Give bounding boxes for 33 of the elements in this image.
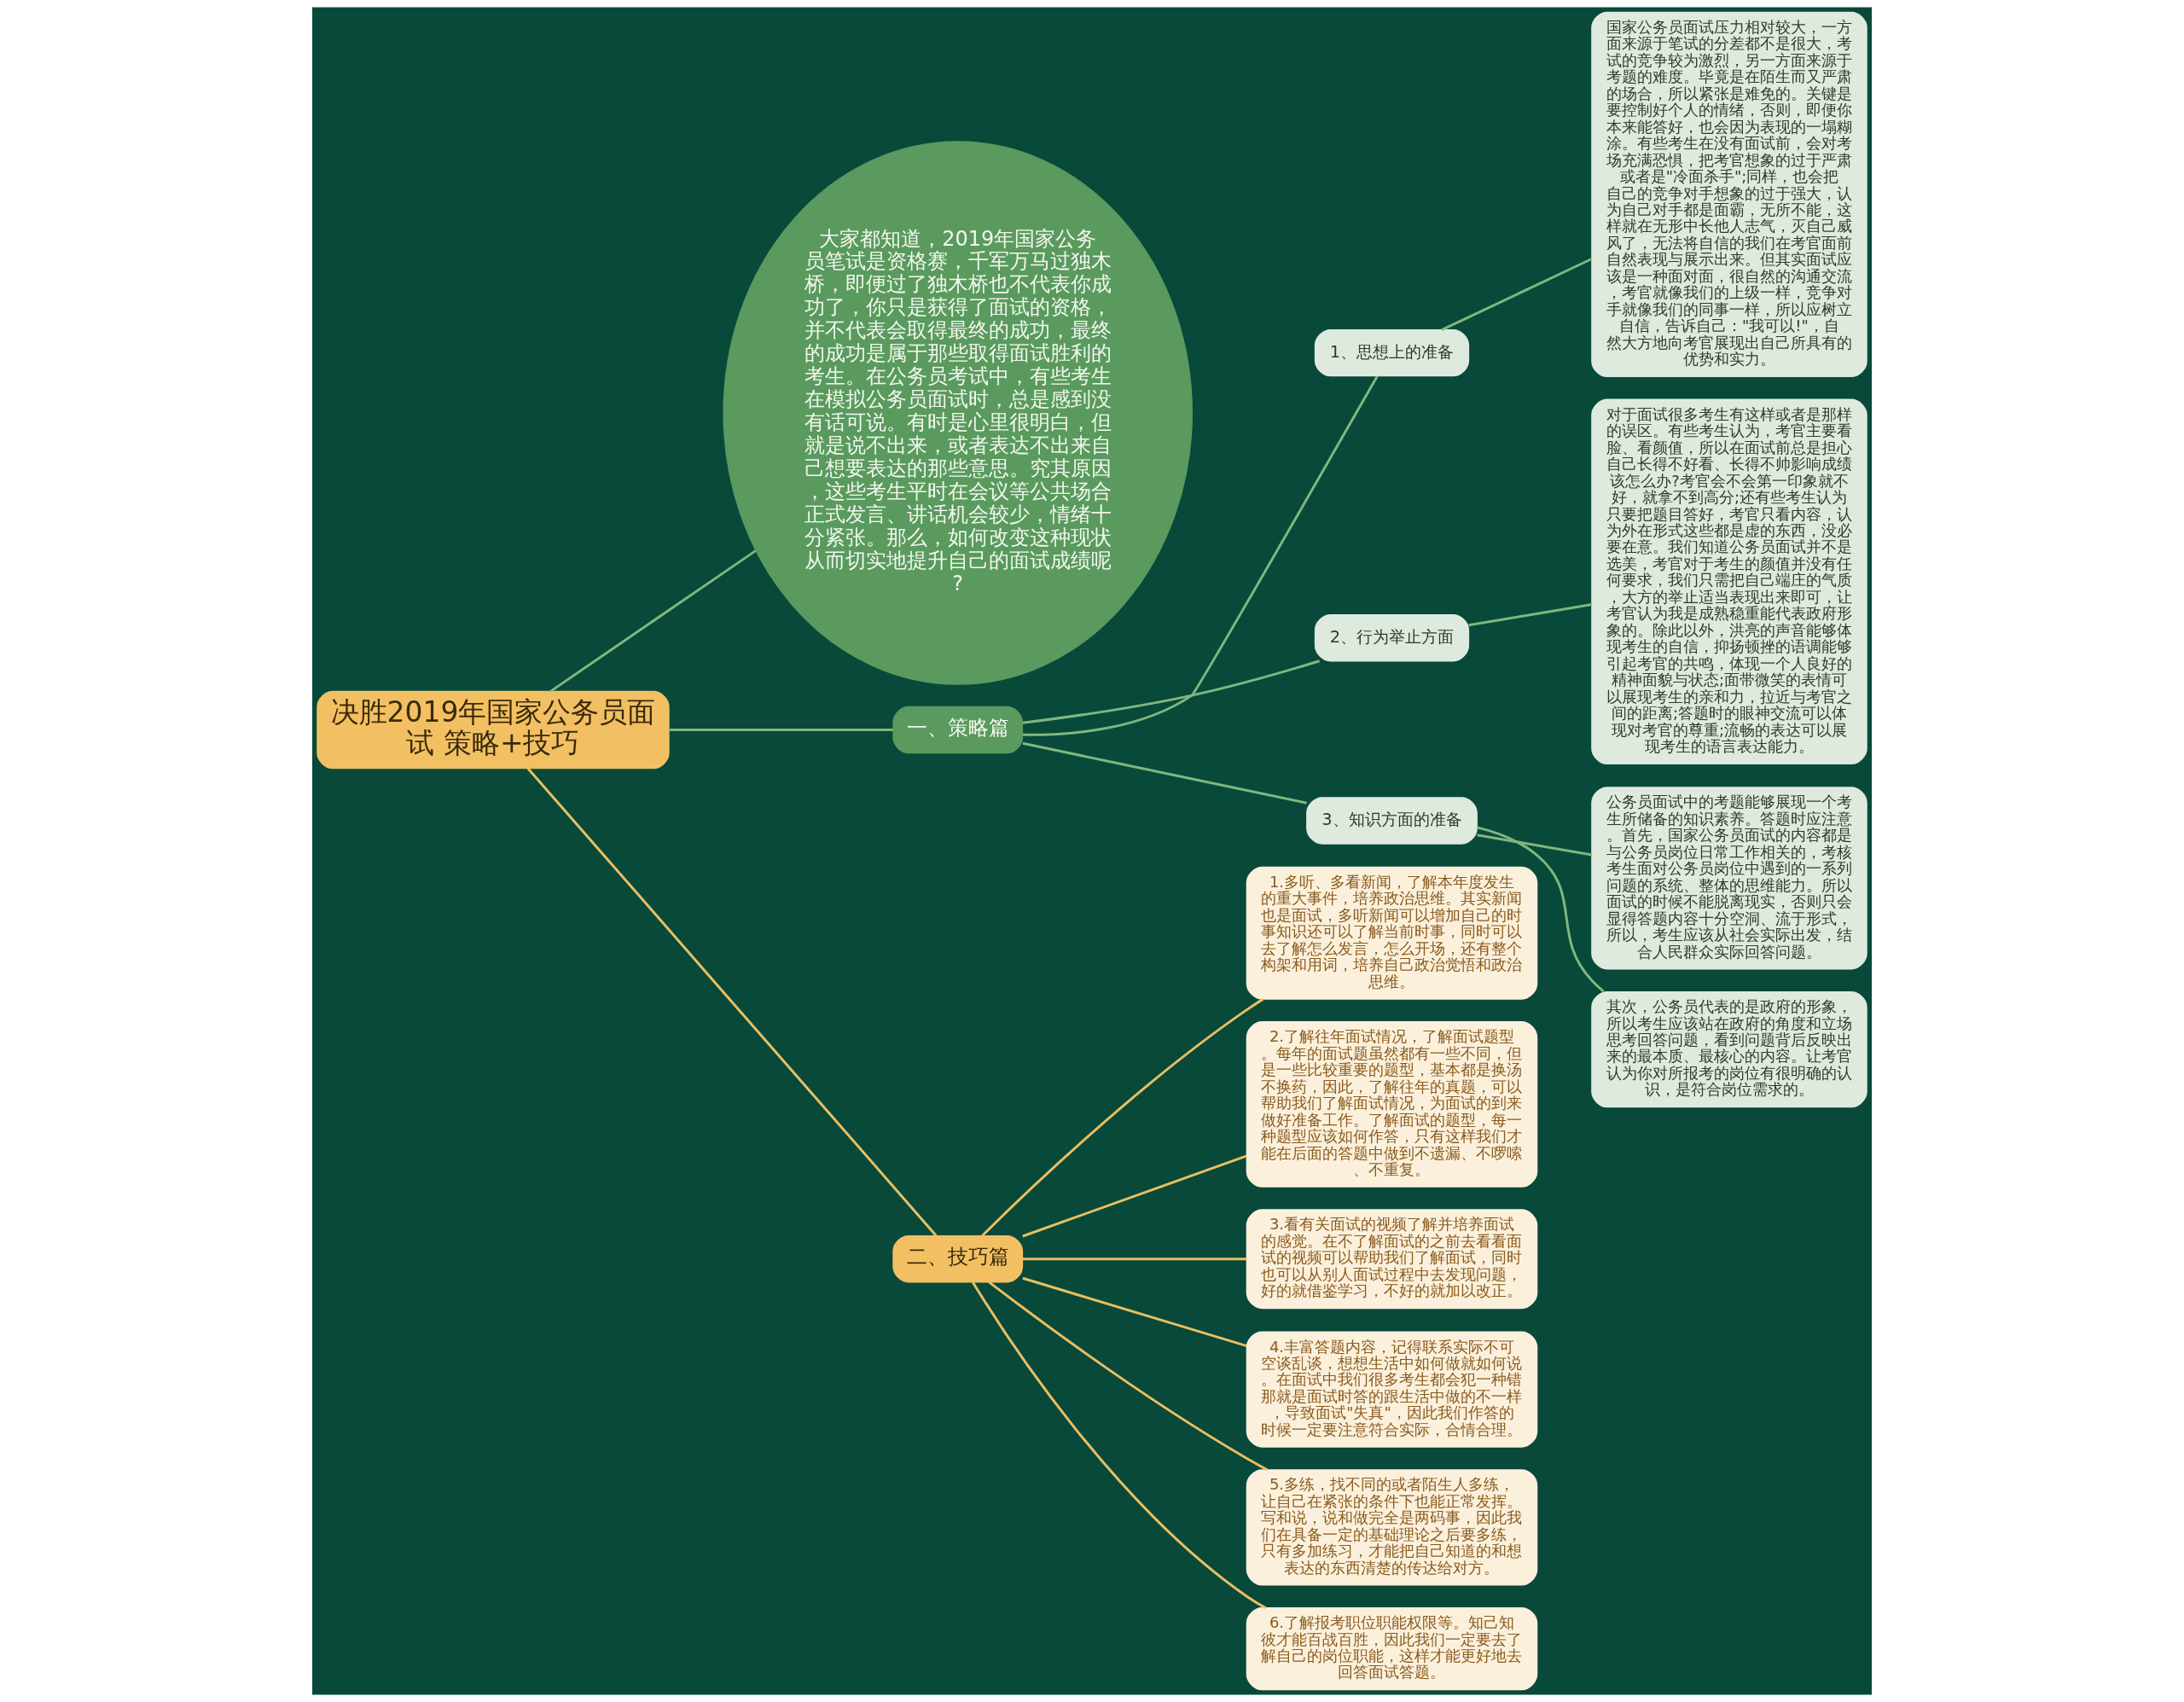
node-box: 国家公务员面试压力相对较大，一方面来源于笔试的分差都不是很大，考试的竞争较为激烈，另一方面来源于考题的难度。毕竟是在陌生而又严肃的场合，所以紧张是难免的。关键是要控制好个人的情绪，否则，即便你本来能答好，也会因为表现的一塌糊涂。有些考生在没有面试前，会对考场充满恐惧，把考官想象的过于严肃或者是"冷面杀手";同样，也会把自己的竞争对手想象的过于强大，认为自己对手都是面霸，无所不能，这样就在无形中长他人志气，灭自己威风了，无法将自信的我们在考官面前自然表现与展示出来。但其实面试应该是一种面对面，很自然的沟通交流，考官就像我们的上级一样，竞争对手就像我们的同事一样，所以应树立自信，告诉自己："我可以!"，自然大方地向考官展现出自己所具有的优势和实力。: [1591, 11, 1867, 378]
node-box: 决胜2019年国家公务员面试 策略+技巧: [317, 690, 670, 770]
node-box: 二、技巧篇: [892, 1235, 1024, 1283]
node-box: 对于面试很多考生有这样或者是那样的误区。有些考生认为，考官主要看脸、看颜值，所以在面试前总是担心自己长得不好看、长得不帅影响成绩该怎么办?考官会不会第一印象就不好，就拿不到高分;还有些考生认为只要把题目答好，考官只看内容，认为外在形式这些都是虚的东西，没必要在意。我们知道公务员面试并不是选美，考官对于考生的颜值并没有任何要求，我们只需把自己端庄的气质，大方的举止适当表现出来即可，让考官认为我是成熟稳重能代表政府形象的。除此以外，洪亮的声音能够体现考生的自信，抑扬顿挫的语调能够引起考官的共鸣，体现一个人良好的精神面貌与状态;面带微笑的表情可以展现考生的亲和力，拉近与考官之间的距离;答题时的眼神交流可以体现对考官的尊重;流畅的表达可以展现考生的语言表达能力。: [1591, 398, 1867, 764]
node-box: 2.了解往年面试情况，了解面试题型。每年的面试题虽然都有一些不同，但是一些比较重要的题型，基本都是换汤不换药，因此，了解往年的真题，可以帮助我们了解面试情况，为面试的到来做好准备工作。了解面试的题型，每一种题型应该如何作答，只有这样我们才能在后面的答题中做到不遗漏、不啰嗦、不重复。: [1246, 1021, 1538, 1188]
node-box: 3、知识方面的准备: [1306, 797, 1478, 845]
node-box: 3.看有关面试的视频了解并培养面试的感觉。在不了解面试的之前去看看面试的视频可以帮助我们了解面试，同时也可以从别人面试过程中去发现问题，好的就借鉴学习，不好的就加以改正。: [1246, 1209, 1538, 1310]
connector: [526, 767, 938, 1237]
connector: [669, 729, 893, 732]
connector: [972, 1281, 1266, 1609]
connector: [988, 1281, 1269, 1472]
connector: [1022, 659, 1321, 724]
connector: [1022, 1154, 1247, 1238]
connector: [1441, 258, 1593, 331]
node-box: 1、思想上的准备: [1314, 328, 1470, 377]
connector: [1022, 1276, 1247, 1348]
connector: [1022, 1258, 1247, 1261]
node-box: 6.了解报考职位职能权限等。知己知彼才能百战百胜，因此我们一定要去了解自己的岗位职能，这样才能更好地去回答面试答题。: [1246, 1606, 1538, 1691]
connector: [1477, 834, 1593, 857]
node-box: 一、策略篇: [892, 706, 1024, 754]
connector: [1022, 375, 1379, 736]
node-box: 公务员面试中的考题能够展现一个考生所储备的知识素养。答题时应注意。首先，国家公务员面试的内容都是与公务员岗位日常工作相关的，考核考生面对公务员岗位中遇到的一系列问题的系统、整体的思维能力。所以面试的时候不能脱离现实，否则只会显得答题内容十分空洞、流于形式，所以，考生应该从社会实际出发，结合人民群众实际回答问题。: [1591, 787, 1867, 970]
connector: [1468, 603, 1593, 627]
connector: [549, 549, 757, 693]
node-box: 4.丰富答题内容，记得联系实际不可空谈乱谈，想想生活中如何做就如何说。在面试中我们很多考生都会犯一种错那就是面试时答的跟生活中做的不一样，导致面试"失真"，因此我们作答的时候一定要注意符合实际，合情合理。: [1246, 1331, 1538, 1448]
node-box: 5.多练，找不同的或者陌生人多练，让自己在紧张的条件下也能正常发挥。写和说，说和做完全是两码事，因此我们在具备一定的基础理论之后要多练，只有多加练习，才能把自己知道的和想表达的东西清楚的传达给对方。: [1246, 1469, 1538, 1586]
connector: [981, 997, 1264, 1237]
node-box: 其次，公务员代表的是政府的形象，所以考生应该站在政府的角度和立场思考回答问题，看到问题背后反映出来的最本质、最核心的内容。让考官认为你对所报考的岗位有很明确的认识，是符合岗位需求的。: [1591, 990, 1867, 1108]
node-box: 1.多听、多看新闻，了解本年度发生的重大事件，培养政治思维。其实新闻也是面试，多听新闻可以增加自己的时事知识还可以了解当前时事，同时可以去了解怎么发言，怎么开场，还有整个构架和用词，培养自己政治觉悟和政治思维。: [1246, 866, 1538, 1000]
connector: [1477, 826, 1605, 993]
node-box: 2、行为举止方面: [1314, 614, 1470, 662]
connector: [1022, 741, 1307, 805]
node-ellipse: 大家都知道，2019年国家公务员笔试是资格赛，千军万马过独木桥，即便过了独木桥也不代表你成功了，你只是获得了面试的资格，并不代表会取得最终的成功，最终的成功是属于那些取得面试胜利的考生。在公务员考试中，有些考生在模拟公务员面试时，总是感到没有话可说。有时是心里很明白，但就是说不出来，或者表达不出来自己想要表达的那些意思。究其原因，这些考生平时在会议等公共场合正式发言、讲话机会较少，情绪十分紧张。那么，如何改变这种现状从而切实地提升自己的面试成绩呢?: [723, 141, 1193, 685]
